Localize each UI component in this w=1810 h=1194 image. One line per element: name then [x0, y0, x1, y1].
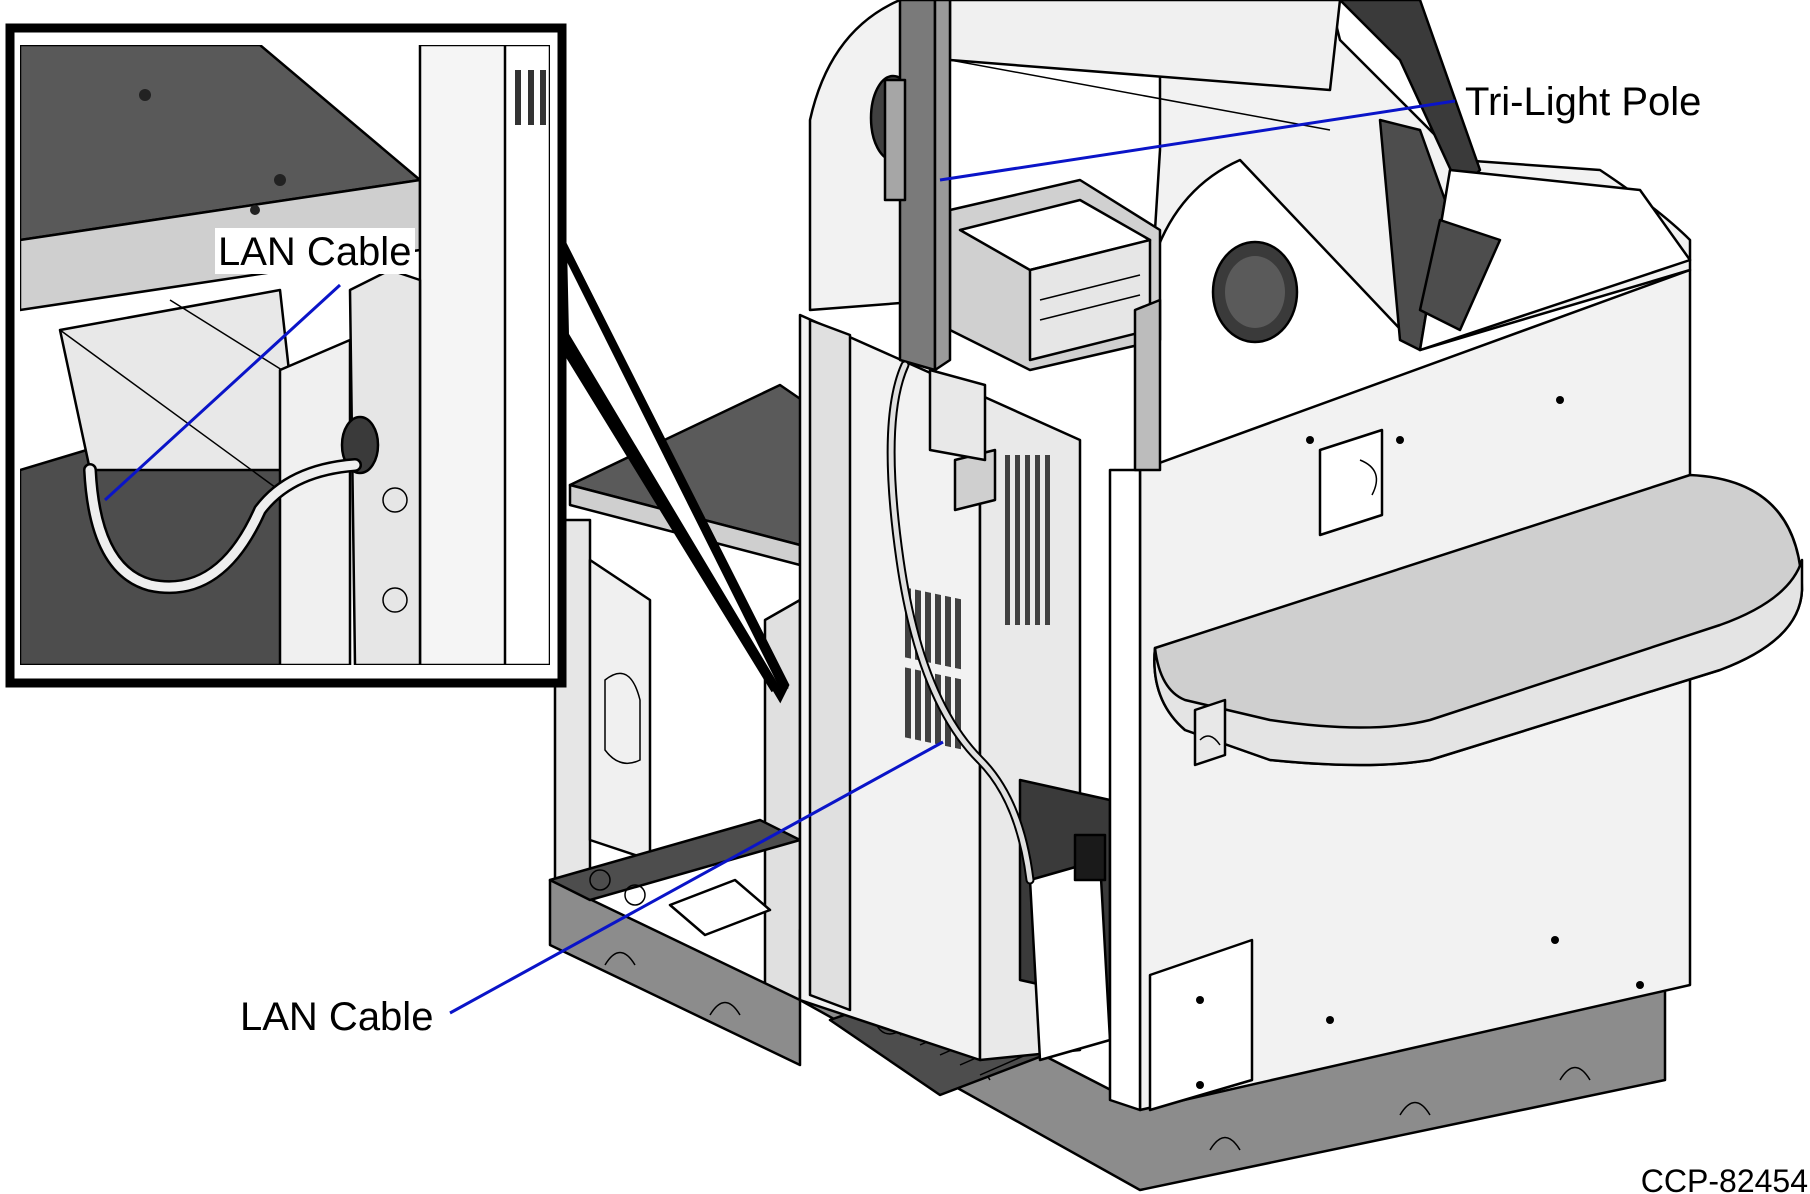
inset-lan-cable-label: LAN Cable — [218, 230, 411, 274]
inset-detail — [5, 23, 790, 704]
lan-cable-leader — [449, 740, 944, 1015]
figure-id: CCP-82454 — [1641, 1163, 1808, 1194]
lan-cable-label: LAN Cable — [240, 995, 433, 1039]
tri-light-pole-label: Tri-Light Pole — [1465, 80, 1701, 124]
side-shelf — [1153, 473, 1804, 767]
inset-lan-cable-leader — [103, 283, 342, 502]
tri-light-pole-leader — [939, 99, 1456, 182]
speaker-grille — [1211, 240, 1299, 344]
kiosk-main-body — [798, 0, 1692, 1192]
tri-light-pole — [883, 0, 952, 372]
